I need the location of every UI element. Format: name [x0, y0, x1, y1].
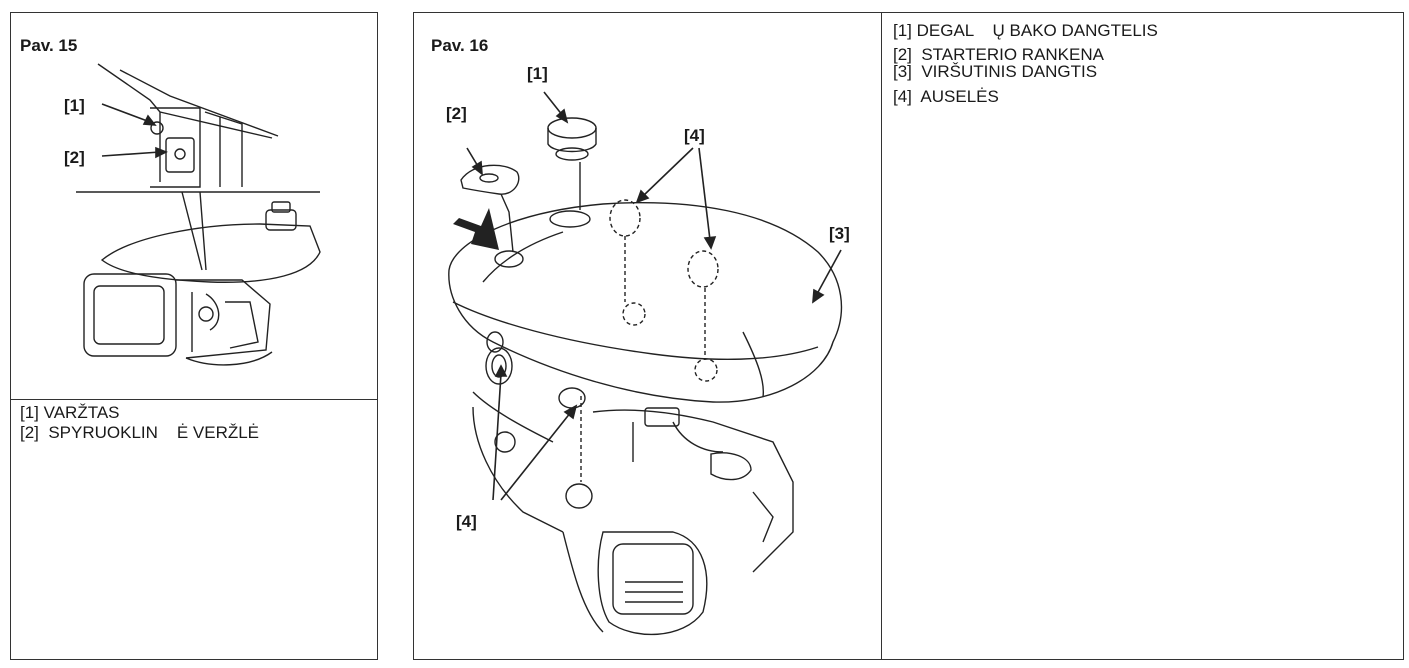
- fig15-title: Pav. 15: [20, 36, 78, 55]
- fig16-panel: [413, 12, 1404, 660]
- fig15-callout-2: [2]: [64, 148, 85, 167]
- fig15-engine-illustration: [76, 63, 321, 366]
- fig15-legend-item-2: [2] SPYRUOKLIN Ė VERŽLĖ: [20, 423, 260, 442]
- fig16-callout-1: [1]: [527, 64, 548, 83]
- fig16-callout-4-bottom: [4]: [456, 512, 477, 531]
- fig16-legend-item-3: [3] VIRŠUTINIS DANGTIS: [893, 62, 1098, 81]
- fig15-legend-item-1: [1] VARŽTAS: [20, 403, 120, 422]
- fig15-callout-1: [1]: [64, 96, 85, 115]
- fig16-title: Pav. 16: [431, 36, 489, 55]
- fig16-callout-2: [2]: [446, 104, 467, 123]
- fig15-divider: [11, 399, 377, 400]
- fig16-legend-item-4: [4] AUSELĖS: [893, 87, 999, 106]
- fig16-legend-item-1: [1] DEGAL Ų BAKO DANGTELIS: [893, 21, 1158, 40]
- fig16-legend-item-2: [2] STARTERIO RANKENA: [893, 45, 1104, 64]
- fig16-callout-4-top: [4]: [684, 126, 705, 145]
- push-arrow-shape: [453, 208, 499, 250]
- fig16-divider: [881, 13, 882, 659]
- fig16-callout-3: [3]: [829, 224, 850, 243]
- fig16-engine-illustration: [448, 91, 843, 636]
